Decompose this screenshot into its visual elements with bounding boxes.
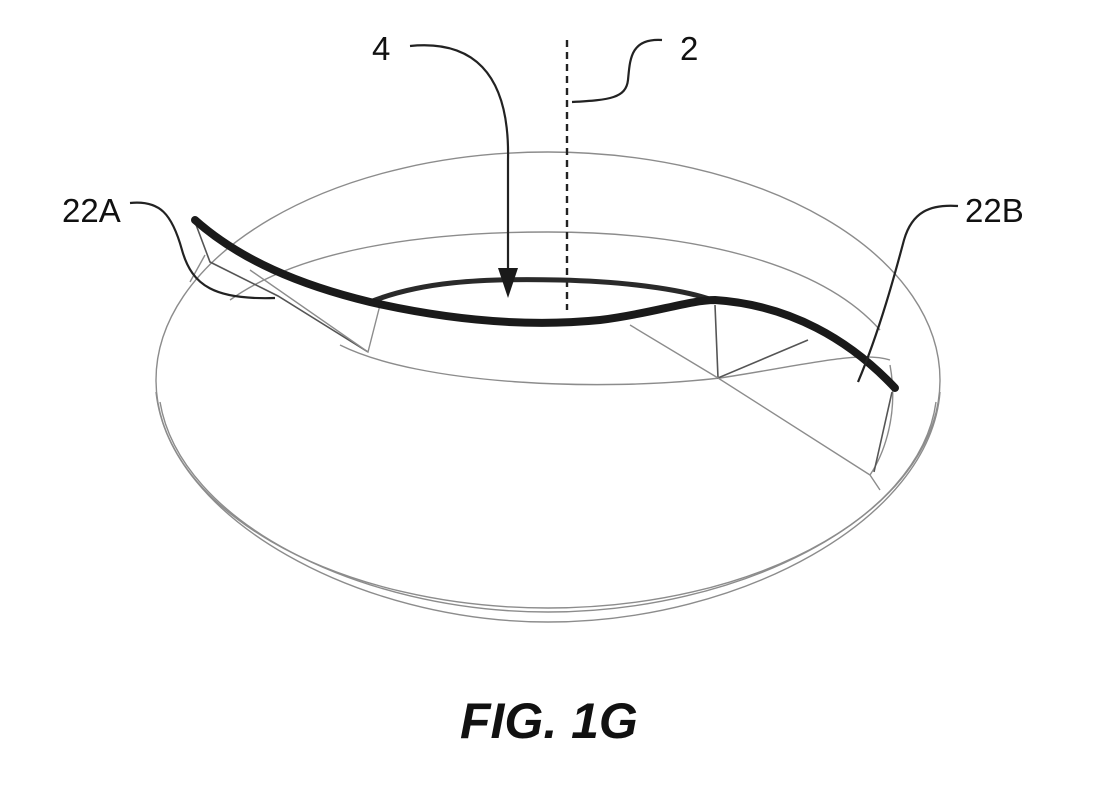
disc-outer-top-edge xyxy=(156,152,940,608)
band-back-arc xyxy=(370,280,712,302)
label-ref-2: 2 xyxy=(680,30,698,67)
leader-ref-2 xyxy=(572,40,662,102)
wing-surfaces xyxy=(190,222,892,490)
label-ref-4: 4 xyxy=(372,30,390,67)
label-ref-22a: 22A xyxy=(62,192,121,229)
label-ref-22b: 22B xyxy=(965,192,1024,229)
disc-rim-inner-line xyxy=(160,402,936,612)
disc-lower-rim-edge xyxy=(156,392,940,622)
leader-ref-4 xyxy=(410,45,508,290)
wing-22b-front xyxy=(630,325,870,475)
wing-22b-lower xyxy=(870,475,880,490)
arrowhead-ref-4 xyxy=(498,268,518,298)
base-disc xyxy=(156,152,940,622)
disc-inner-floor xyxy=(340,345,890,385)
leader-lines xyxy=(130,40,958,382)
leader-ref-22b xyxy=(858,206,958,382)
figure-caption: FIG. 1G xyxy=(460,693,638,749)
wing-22b-drop xyxy=(874,392,892,472)
